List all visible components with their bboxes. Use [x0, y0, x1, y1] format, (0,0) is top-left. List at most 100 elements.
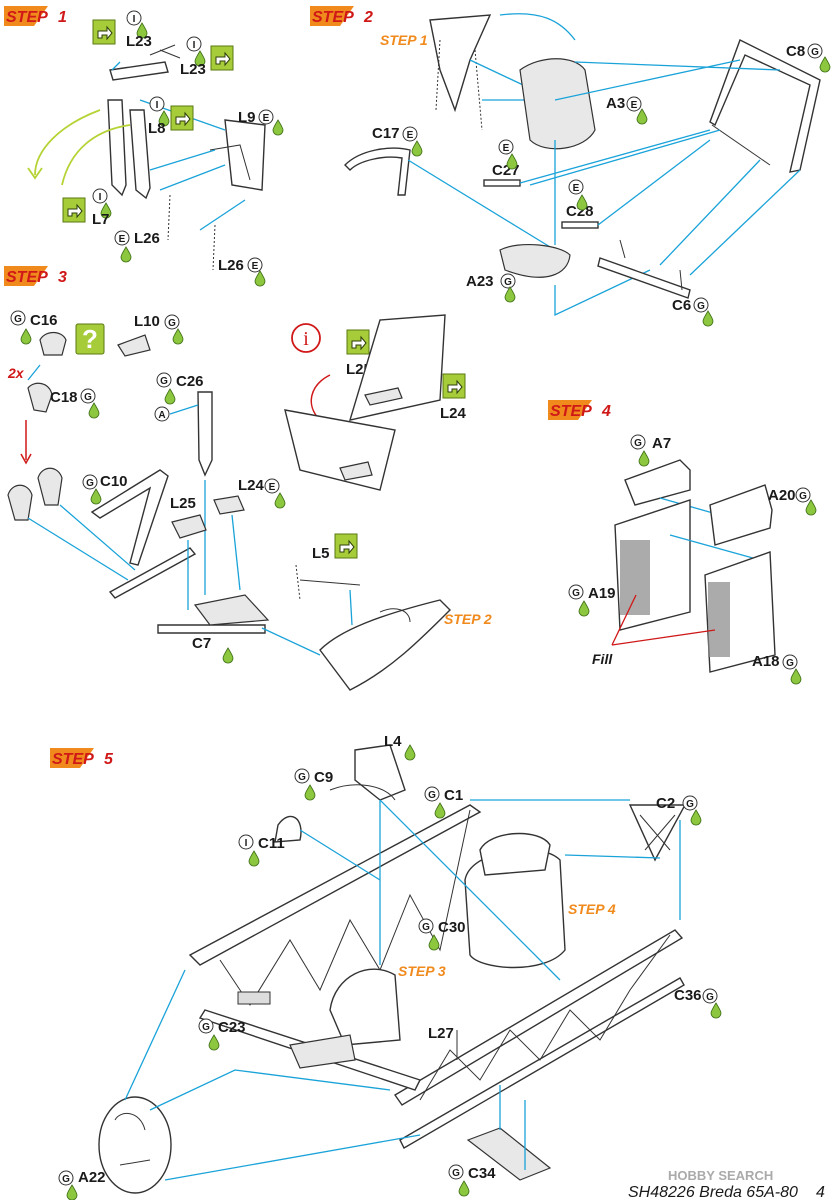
rear-bulkhead	[98, 1096, 172, 1194]
frame-top-left	[188, 804, 482, 966]
part-label: L7	[92, 211, 110, 228]
product-code: SH48226 Breda 65A-80	[628, 1184, 798, 1200]
part-label: L26	[134, 230, 160, 247]
pe-part-icon	[442, 373, 466, 399]
part-label: A19	[588, 585, 616, 602]
step-1-diagram: I L23 I L23 I L8 L9 E I L7 E L26 L26 E	[27, 10, 284, 287]
floor-bar	[157, 624, 266, 634]
step-number: 5	[104, 751, 114, 768]
svg-text:E: E	[407, 130, 414, 141]
part-label: L24	[238, 477, 265, 494]
seat-crossbar	[597, 257, 691, 299]
step-2-diagram: STEP 1 A3 E C8 G C17 E C27 E C28 E A23 G	[344, 13, 831, 327]
pedal-plate-ghost	[364, 387, 403, 406]
svg-text:A: A	[158, 410, 165, 421]
svg-text:G: G	[168, 318, 176, 329]
pe-part-icon	[334, 533, 358, 559]
step-4-header: STEP 4	[548, 400, 611, 420]
step-reference: STEP 1	[380, 32, 428, 48]
part-label: C23	[218, 1019, 246, 1036]
step-5-diagram: STEP 3 STEP 4 C2 G L4 G C9 G C1 I C11 G …	[58, 733, 722, 1200]
pe-part-icon	[62, 197, 86, 223]
svg-text:G: G	[422, 922, 430, 933]
part-label: L24	[440, 405, 467, 422]
part-label: L26	[218, 257, 244, 274]
svg-text:I: I	[133, 14, 136, 25]
svg-text:?: ?	[82, 324, 98, 354]
part-label: A22	[78, 1169, 106, 1186]
svg-text:E: E	[263, 113, 270, 124]
step-reference: STEP 2	[444, 611, 492, 627]
svg-text:I: I	[99, 192, 102, 203]
step-1-header: STEP 1	[4, 6, 67, 26]
svg-text:E: E	[252, 261, 259, 272]
part-label: L25	[170, 495, 196, 512]
part-label: A23	[466, 273, 494, 290]
footer: HOBBY SEARCH SH48226 Breda 65A-80 4	[628, 1168, 825, 1200]
part-label: L9	[238, 109, 256, 126]
cockpit-floor	[289, 1034, 356, 1069]
svg-text:G: G	[62, 1174, 70, 1185]
multiplier-note: 2x	[7, 365, 25, 381]
step-label: STEP	[6, 9, 48, 26]
svg-text:G: G	[504, 277, 512, 288]
part-label: C34	[468, 1165, 496, 1182]
step-number: 1	[58, 9, 67, 26]
svg-text:G: G	[572, 588, 580, 599]
svg-text:G: G	[697, 301, 705, 312]
part-label: C7	[192, 635, 211, 652]
svg-text:E: E	[631, 100, 638, 111]
pe-part-icon	[92, 19, 116, 45]
svg-text:G: G	[706, 992, 714, 1003]
svg-text:G: G	[160, 376, 168, 387]
svg-text:E: E	[503, 143, 510, 154]
step-number: 3	[58, 269, 67, 286]
pedal-plate-l25	[171, 514, 207, 539]
cushion-a20	[709, 484, 773, 546]
part-label: C8	[786, 43, 805, 60]
part-label: C9	[314, 769, 333, 786]
part-label: A18	[752, 653, 780, 670]
frame-c2	[628, 804, 687, 862]
part-label: A20	[768, 487, 796, 504]
svg-text:I: I	[245, 838, 248, 849]
step-reference: STEP 3	[398, 963, 446, 979]
svg-text:G: G	[452, 1168, 460, 1179]
bracket-frame	[224, 119, 266, 191]
svg-text:G: G	[14, 314, 22, 325]
part-label: C17	[372, 125, 400, 142]
frame-ghost-2	[284, 409, 396, 491]
step-4-diagram: G A7 A20 G G A19 Fill A18 G	[568, 434, 817, 685]
harness-belt-right	[129, 109, 151, 200]
question-mark-icon	[75, 323, 105, 355]
step-label: STEP	[550, 403, 592, 420]
seat-frame	[709, 39, 821, 173]
cockpit-seat	[329, 968, 401, 1046]
step-label: STEP	[6, 269, 48, 286]
svg-text:G: G	[634, 438, 642, 449]
step-label: STEP	[312, 9, 354, 26]
part-label: L10	[134, 313, 160, 330]
step-label: STEP	[52, 751, 94, 768]
seat-assembly	[319, 599, 451, 691]
instrument-panel	[237, 991, 271, 1005]
part-label: C10	[100, 473, 128, 490]
part-label: L23	[126, 33, 152, 50]
svg-text:G: G	[799, 491, 807, 502]
step-3-diagram: G C16 ? L10 G 2x C18 G C10 G G C26 A	[7, 310, 492, 691]
seat-pan	[499, 244, 571, 278]
step-number: 2	[363, 9, 373, 26]
part-label: L27	[428, 1025, 454, 1042]
pedal-plate-l24	[213, 495, 245, 515]
control-stick	[197, 391, 213, 477]
svg-text:G: G	[298, 772, 306, 783]
rudder-frame	[90, 469, 169, 566]
floor-part-c34	[466, 1127, 552, 1181]
lap-belt	[109, 61, 169, 81]
svg-text:i: i	[303, 328, 309, 350]
part-label: C18	[50, 389, 78, 406]
part-label: C2	[656, 795, 675, 812]
windscreen	[274, 815, 302, 843]
part-label: C26	[176, 373, 204, 390]
svg-text:G: G	[202, 1022, 210, 1033]
